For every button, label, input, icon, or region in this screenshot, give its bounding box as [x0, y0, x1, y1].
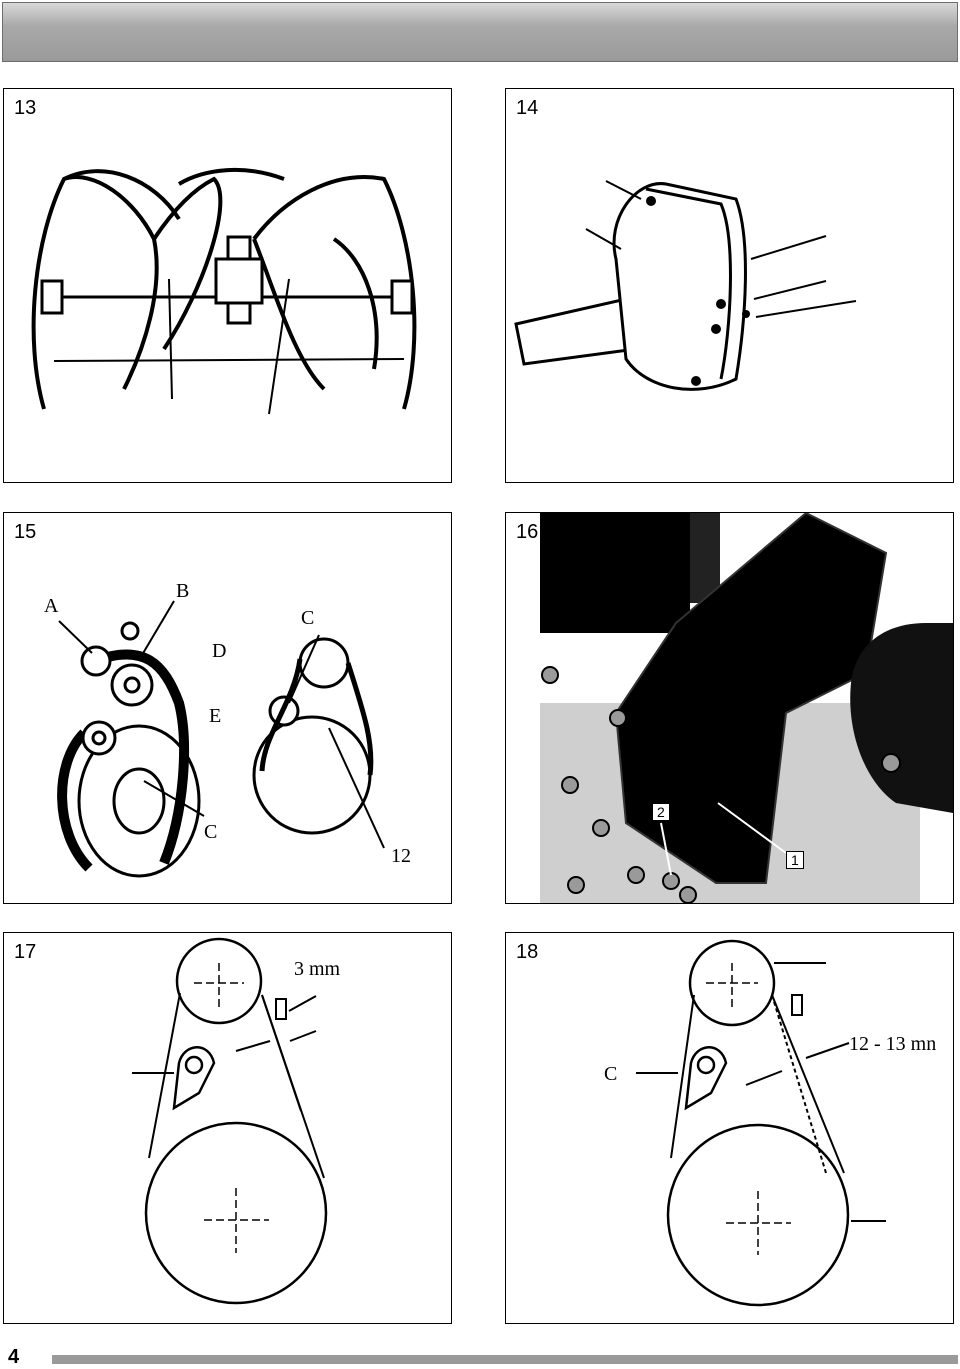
label-c-bottom: C: [204, 821, 218, 843]
figure-18-panel: 18 C 12 - 13 mn: [505, 932, 954, 1324]
gearbox-illustration: [514, 180, 857, 391]
label-12: 12: [391, 845, 411, 867]
label-1: 1: [786, 851, 804, 869]
figure-number: 15: [14, 521, 37, 543]
figure-number: 17: [14, 941, 37, 963]
figure-number: 13: [14, 97, 37, 119]
figure-number: 16: [516, 521, 539, 543]
label-12-13-mn: 12 - 13 mn: [849, 1033, 937, 1055]
label-c: C: [604, 1063, 618, 1085]
figure-13-panel: 13: [3, 88, 452, 483]
figure-15-panel: 15: [3, 512, 452, 904]
auger-illustration: [31, 168, 417, 415]
label-b: B: [176, 580, 190, 602]
header-bar: [2, 2, 958, 62]
figure-number: 18: [516, 941, 539, 963]
figure-number: 14: [516, 97, 539, 119]
footer-bar: [52, 1355, 958, 1364]
label-c-top: C: [301, 607, 315, 629]
belt-tension-diagram: [132, 937, 328, 1305]
belt-pulley-illustration: [57, 600, 385, 878]
label-d: D: [212, 640, 227, 662]
figure-16-panel: 16 2 1: [505, 512, 954, 904]
label-a: A: [44, 595, 59, 617]
figure-14-panel: 14: [505, 88, 954, 483]
belt-adjustment-diagram: [636, 939, 886, 1307]
label-e: E: [209, 705, 222, 727]
page-number: 4: [8, 1346, 20, 1368]
label-2: 2: [652, 803, 670, 821]
figure-17-panel: 17 3 mm: [3, 932, 452, 1324]
belt-cover-photo: [540, 513, 953, 903]
label-3mm: 3 mm: [294, 958, 341, 980]
